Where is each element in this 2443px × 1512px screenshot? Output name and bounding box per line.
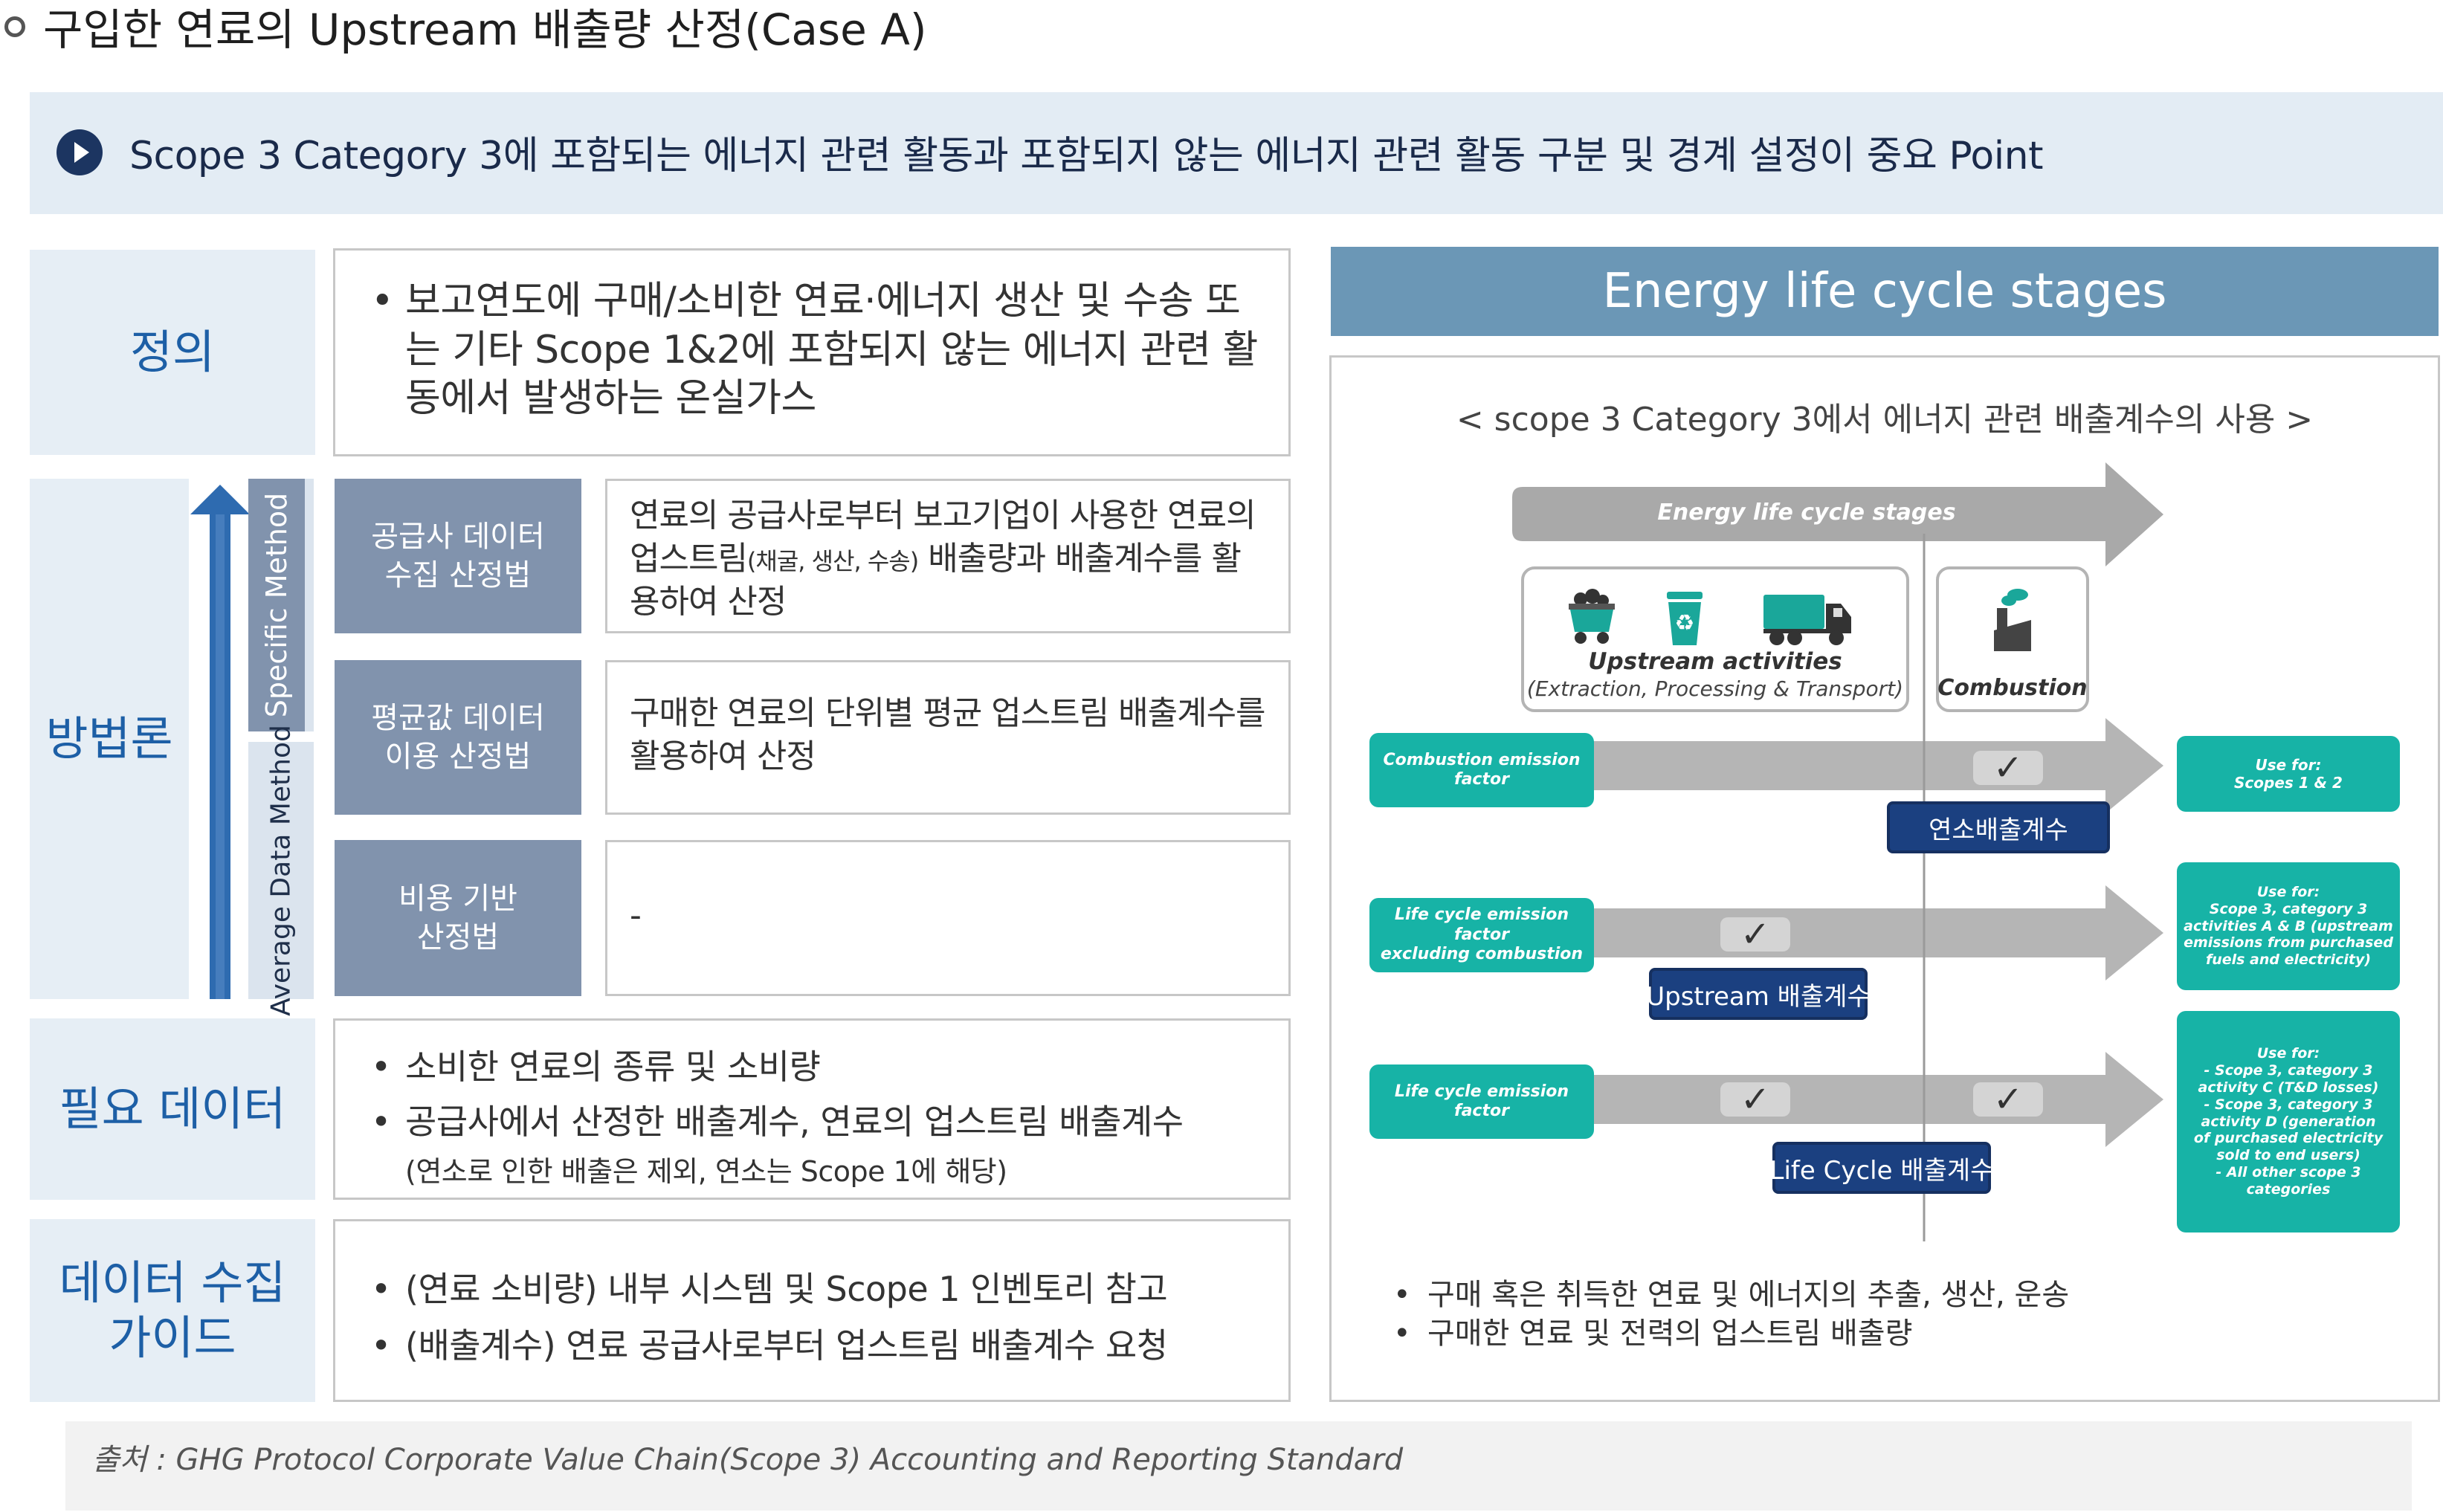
check-icon: ✓ bbox=[1973, 1082, 2043, 1117]
use-for-line: sold to end users) bbox=[2216, 1147, 2360, 1164]
page-title: 구입한 연료의 Upstream 배출량 산정(Case A) bbox=[43, 4, 927, 55]
factor-label-upstream: Upstream 배출계수 bbox=[1646, 968, 1871, 1020]
method-supplier-desc: 연료의 공급사로부터 보고기업이 사용한 연료의 업스트림(채굴, 생산, 수송… bbox=[605, 479, 1291, 633]
use-for-category-3-ab-box: Use for: Scope 3, category 3 activities … bbox=[2177, 862, 2400, 990]
method-desc-text: 연료의 공급사로부터 보고기업이 사용한 연료의 업스트림 bbox=[630, 497, 1256, 578]
upstream-activities-sub: (Extraction, Processing & Transport) bbox=[1526, 676, 1904, 701]
collection-guide-item: (연료 소비량) 내부 시스템 및 Scope 1 인벤토리 참고 bbox=[361, 1261, 1263, 1318]
method-cost-desc: - bbox=[605, 840, 1291, 996]
right-panel-bullet: 구매한 연료 및 전력의 업스트림 배출량 bbox=[1383, 1314, 2409, 1353]
use-for-line: - Scope 3, category 3 bbox=[2204, 1096, 2373, 1113]
top-arrow-label: Energy life cycle stages bbox=[1657, 500, 1956, 526]
methodology-label: 방법론 bbox=[30, 479, 189, 999]
method-name-line: 평균값 데이터 bbox=[371, 701, 545, 735]
definition-label-text: 정의 bbox=[129, 324, 216, 379]
method-name-line: 산정법 bbox=[416, 920, 500, 954]
use-for-line: of purchased electricity bbox=[2193, 1130, 2384, 1147]
method-name-line: 수집 산정법 bbox=[384, 558, 532, 592]
use-for-line: emissions from purchased bbox=[2184, 934, 2393, 952]
average-method-bar: Average Data Method bbox=[248, 725, 314, 1016]
teal-box-line: factor bbox=[1454, 770, 1509, 789]
teal-box-line: Life cycle emission bbox=[1394, 1082, 1569, 1101]
collection-guide-label-line: 가이드 bbox=[109, 1311, 236, 1365]
right-panel-bullet: 구매 혹은 취득한 연료 및 에너지의 추출, 생산, 운송 bbox=[1383, 1276, 2409, 1314]
upstream-activities-title: Upstream activities bbox=[1588, 648, 1842, 675]
use-for-line: Use for: bbox=[2256, 884, 2320, 900]
life-cycle-arrows bbox=[1512, 462, 2163, 1241]
use-for-line: Use for: bbox=[2255, 756, 2322, 774]
check-icon: ✓ bbox=[1720, 917, 1790, 952]
teal-box-line: excluding combustion bbox=[1380, 945, 1584, 964]
use-for-line: - Scope 3, category 3 bbox=[2204, 1062, 2373, 1079]
factor-label-lifecycle: Life Cycle 배출계수 bbox=[1770, 1142, 1993, 1194]
energy-life-cycle-header-text: Energy life cycle stages bbox=[1602, 264, 2167, 319]
check-icon: ✓ bbox=[1973, 750, 2043, 786]
use-for-line: activity D (generation bbox=[2201, 1113, 2376, 1130]
specific-method-label: Specific Method bbox=[260, 492, 293, 718]
use-for-line: Scopes 1 & 2 bbox=[2234, 774, 2343, 792]
factory-icon bbox=[1994, 589, 2031, 651]
method-name-line: 이용 산정법 bbox=[384, 740, 532, 774]
required-data-label-text: 필요 데이터 bbox=[59, 1081, 286, 1136]
truck-icon bbox=[1763, 595, 1851, 645]
average-method-label: Average Data Method bbox=[265, 725, 297, 1016]
key-point-text: Scope 3 Category 3에 포함되는 에너지 관련 활동과 포함되지… bbox=[129, 134, 2044, 178]
use-for-other-categories-box: Use for: - Scope 3, category 3 activity … bbox=[2177, 1011, 2400, 1232]
collection-guide-label-line: 데이터 수집 bbox=[59, 1255, 286, 1310]
mining-cart-icon bbox=[1569, 589, 1615, 644]
definition-label: 정의 bbox=[30, 250, 315, 455]
use-for-line: Scope 3, category 3 bbox=[2209, 900, 2368, 917]
required-data-item: 공급사에서 산정한 배출계수, 연료의 업스트림 배출계수 (연소로 인한 배출은… bbox=[361, 1098, 1263, 1194]
play-circle-icon bbox=[57, 129, 103, 175]
method-name-line: 비용 기반 bbox=[398, 882, 517, 916]
check-icon: ✓ bbox=[1720, 1082, 1790, 1117]
teal-box-line: Life cycle emission factor bbox=[1394, 905, 1569, 944]
required-data-content: 소비한 연료의 종류 및 소비량 공급사에서 산정한 배출계수, 연료의 업스트… bbox=[333, 1018, 1291, 1200]
method-name-line: 공급사 데이터 bbox=[371, 520, 545, 554]
energy-life-cycle-header: Energy life cycle stages bbox=[1331, 247, 2439, 336]
collection-guide-item: (배출계수) 연료 공급사로부터 업스트림 배출계수 요청 bbox=[361, 1318, 1263, 1374]
source-citation: 출처 : GHG Protocol Corporate Value Chain(… bbox=[92, 1443, 1404, 1477]
key-point-banner bbox=[30, 92, 2443, 214]
teal-box-line: factor bbox=[1454, 1102, 1509, 1120]
use-for-line: Use for: bbox=[2256, 1045, 2320, 1062]
combustion-title: Combustion bbox=[1937, 675, 2088, 701]
required-data-note: (연소로 인한 배출은 제외, 연소는 Scope 1에 해당) bbox=[405, 1154, 1007, 1188]
definition-text: 보고연도에 구매/소비한 연료·에너지 생산 및 수송 또는 기타 Scope … bbox=[361, 277, 1263, 424]
method-average-desc: 구매한 연료의 단위별 평균 업스트림 배출계수를 활용하여 산정 bbox=[605, 660, 1291, 815]
up-arrow-icon bbox=[190, 485, 250, 999]
definition-content: 보고연도에 구매/소비한 연료·에너지 생산 및 수송 또는 기타 Scope … bbox=[333, 248, 1291, 456]
factor-label-combustion: 연소배출계수 bbox=[1887, 801, 2110, 853]
required-data-label: 필요 데이터 bbox=[30, 1018, 315, 1200]
diagram-subtitle: < scope 3 Category 3에서 에너지 관련 배출계수의 사용 > bbox=[1456, 401, 2314, 439]
specific-method-bar: Specific Method bbox=[248, 479, 314, 731]
svg-text:♻: ♻ bbox=[1675, 610, 1695, 636]
use-for-line: activities A & B (upstream bbox=[2184, 917, 2393, 934]
recycle-bin-icon: ♻ bbox=[1667, 592, 1703, 645]
right-panel-bullets: 구매 혹은 취득한 연료 및 에너지의 추출, 생산, 운송 구매한 연료 및 … bbox=[1383, 1276, 2409, 1353]
use-for-scopes-1-2-box: Use for:Scopes 1 & 2 bbox=[2177, 736, 2400, 812]
source-bar bbox=[65, 1421, 2412, 1511]
method-desc-text: 배출량과 배출계수를 활용하여 산정 bbox=[630, 540, 1242, 621]
collection-guide-content: (연료 소비량) 내부 시스템 및 Scope 1 인벤토리 참고 (배출계수)… bbox=[333, 1219, 1291, 1402]
use-for-line: activity C (T&D losses) bbox=[2198, 1079, 2379, 1096]
required-data-item-text: 공급사에서 산정한 배출계수, 연료의 업스트림 배출계수 bbox=[405, 1101, 1184, 1142]
required-data-item: 소비한 연료의 종류 및 소비량 bbox=[361, 1040, 1263, 1095]
use-for-line: fuels and electricity) bbox=[2205, 952, 2372, 969]
use-for-line: - All other scope 3 bbox=[2216, 1163, 2361, 1180]
teal-box-line: Combustion emission bbox=[1383, 750, 1581, 769]
methodology-label-text: 방법론 bbox=[45, 711, 173, 766]
method-desc-small: (채굴, 생산, 수송) bbox=[746, 547, 919, 576]
title-bullet-icon bbox=[4, 16, 25, 37]
use-for-line: categories bbox=[2246, 1180, 2331, 1198]
